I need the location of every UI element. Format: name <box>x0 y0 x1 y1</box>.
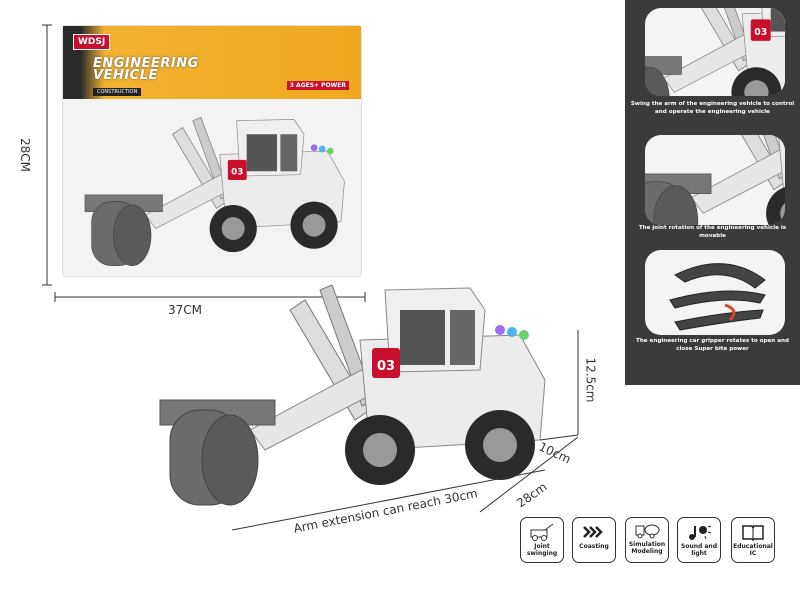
mixer-truck-icon <box>635 524 660 539</box>
title-line1: ENGINEERING <box>93 56 199 71</box>
badge-simulation-modeling: Simulation Modeling <box>625 517 669 563</box>
age-badge: 3 AGES+ POWER <box>286 81 349 90</box>
badge-educational-ic: Educational IC <box>731 517 775 563</box>
badge-label: Joint swinging <box>526 543 558 557</box>
feature-image-gripper <box>645 250 785 335</box>
package-subtitle: CONSTRUCTION <box>93 88 142 96</box>
badge-label: Simulation Modeling <box>628 541 666 555</box>
book-icon <box>742 525 764 541</box>
badge-sound-light: Sound and light <box>677 517 721 563</box>
badge-label: Sound and light <box>681 543 717 557</box>
feature-image-arm <box>645 8 785 96</box>
chevrons-right-icon <box>583 526 603 538</box>
badge-label: Educational IC <box>733 543 773 557</box>
package-width-label: 37CM <box>168 303 203 317</box>
brand-logo: WDSJ <box>73 34 111 50</box>
vehicle-dimension-lines <box>231 330 579 531</box>
vehicle-height-label: 12.5cm <box>583 357 598 403</box>
badge-joint-swinging: Joint swinging <box>520 517 564 563</box>
title-line2: VEHICLE <box>93 68 158 83</box>
music-light-icon <box>689 525 712 540</box>
package-dimension-lines <box>42 24 366 302</box>
badge-label: Coasting <box>579 543 609 550</box>
feature-caption: Swing the arm of the engineering vehicle… <box>630 101 795 115</box>
feature-image-joint <box>645 135 785 225</box>
power-text: POWER <box>321 82 346 89</box>
feature-caption: The joint rotation of the engineering ve… <box>638 225 787 239</box>
tow-truck-icon <box>530 523 554 541</box>
feature-panel: Swing the arm of the engineering vehicle… <box>625 0 800 385</box>
feature-caption: The engineering car gripper rotates to o… <box>636 338 789 352</box>
age-text: 3 AGES+ <box>289 82 320 89</box>
badge-coasting: Coasting <box>572 517 616 563</box>
